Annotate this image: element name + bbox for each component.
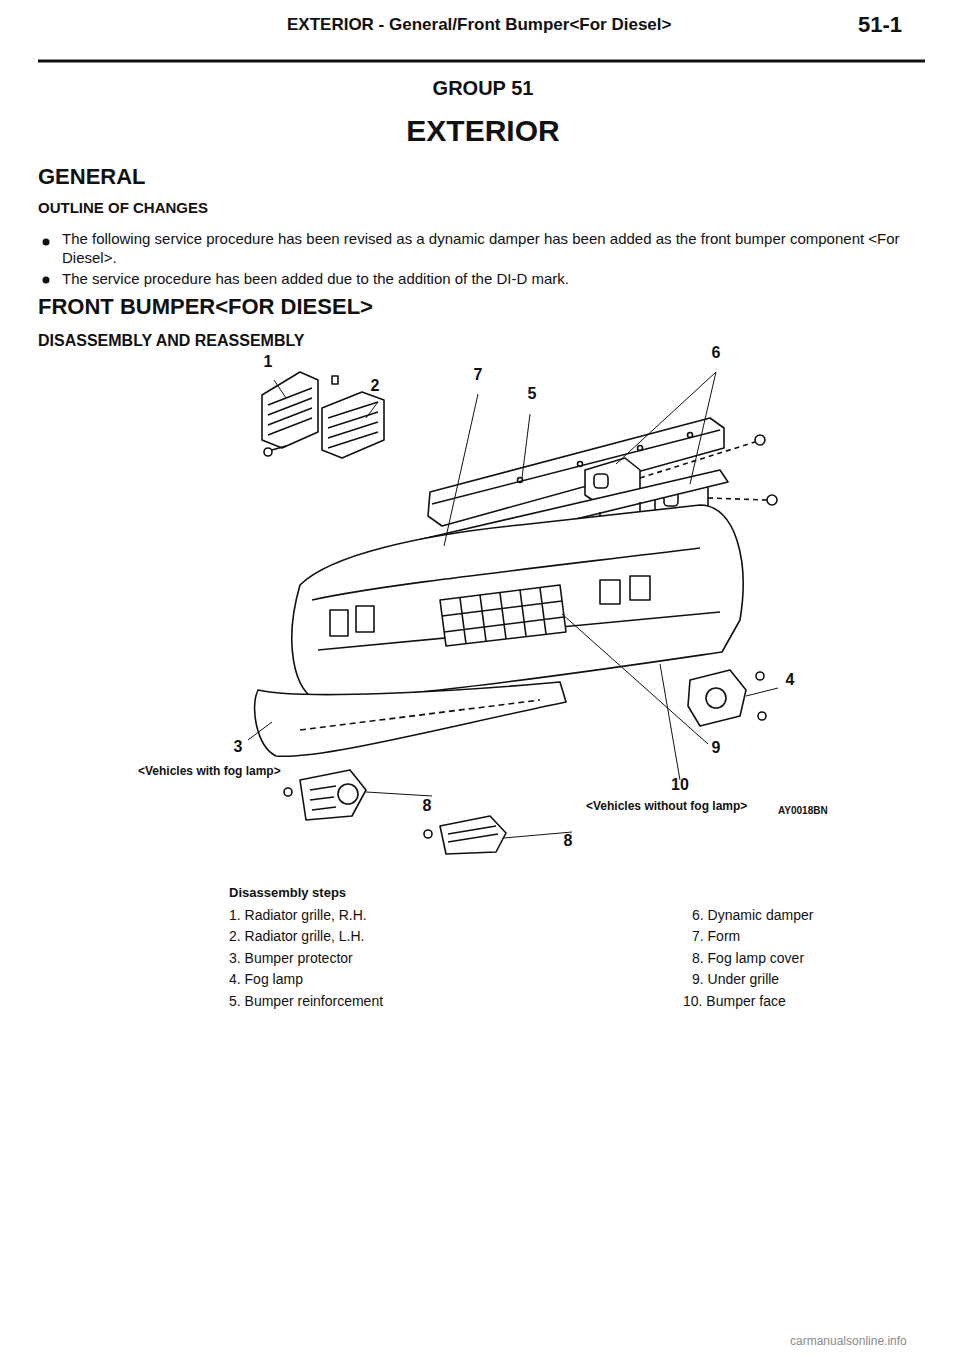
- callout-number: 6: [712, 343, 721, 363]
- callout-number: 8: [423, 796, 432, 816]
- callout-number: 8: [564, 831, 573, 851]
- figure-code: AY0018BN: [778, 805, 828, 818]
- watermark: carmanualsonline.info: [790, 1334, 907, 1349]
- page-header: EXTERIOR - General/Front Bumper<For Dies…: [287, 14, 671, 35]
- page-number: 51-1: [858, 11, 902, 39]
- callout-number: 4: [786, 670, 795, 690]
- callout-number: 1: [264, 352, 273, 372]
- callout-number: 7: [474, 365, 483, 385]
- variant-note: <Vehicles without fog lamp>: [586, 799, 747, 814]
- heading: GENERAL: [38, 163, 146, 191]
- bullet-text: The service procedure has been added due…: [62, 270, 922, 289]
- step-item: 3. Bumper protector: [229, 950, 353, 968]
- step-item: 9. Under grille: [692, 971, 779, 989]
- callout-number: 10: [671, 775, 689, 795]
- step-item: 4. Fog lamp: [229, 971, 303, 989]
- list-heading: Disassembly steps: [229, 885, 346, 901]
- step-item: 5. Bumper reinforcement: [229, 993, 383, 1011]
- subheading: OUTLINE OF CHANGES: [38, 199, 208, 218]
- callout-number: 9: [712, 738, 721, 758]
- step-item: 2. Radiator grille, L.H.: [229, 928, 364, 946]
- step-item: 7. Form: [692, 928, 740, 946]
- group-heading: GROUP 51: [433, 76, 534, 101]
- step-item: 6. Dynamic damper: [692, 907, 813, 925]
- step-item: 8. Fog lamp cover: [692, 950, 804, 968]
- subheading: DISASSEMBLY AND REASSEMBLY: [38, 331, 304, 351]
- step-item: 10. Bumper face: [683, 993, 786, 1011]
- section-title: EXTERIOR: [406, 112, 559, 150]
- callout-number: 2: [371, 376, 380, 396]
- heading: FRONT BUMPER<FOR DIESEL>: [38, 293, 373, 321]
- variant-note: <Vehicles with fog lamp>: [138, 764, 281, 779]
- callout-number: 5: [528, 384, 537, 404]
- callout-number: 3: [234, 737, 243, 757]
- step-item: 1. Radiator grille, R.H.: [229, 907, 367, 925]
- bullet-text: The following service procedure has been…: [62, 230, 922, 268]
